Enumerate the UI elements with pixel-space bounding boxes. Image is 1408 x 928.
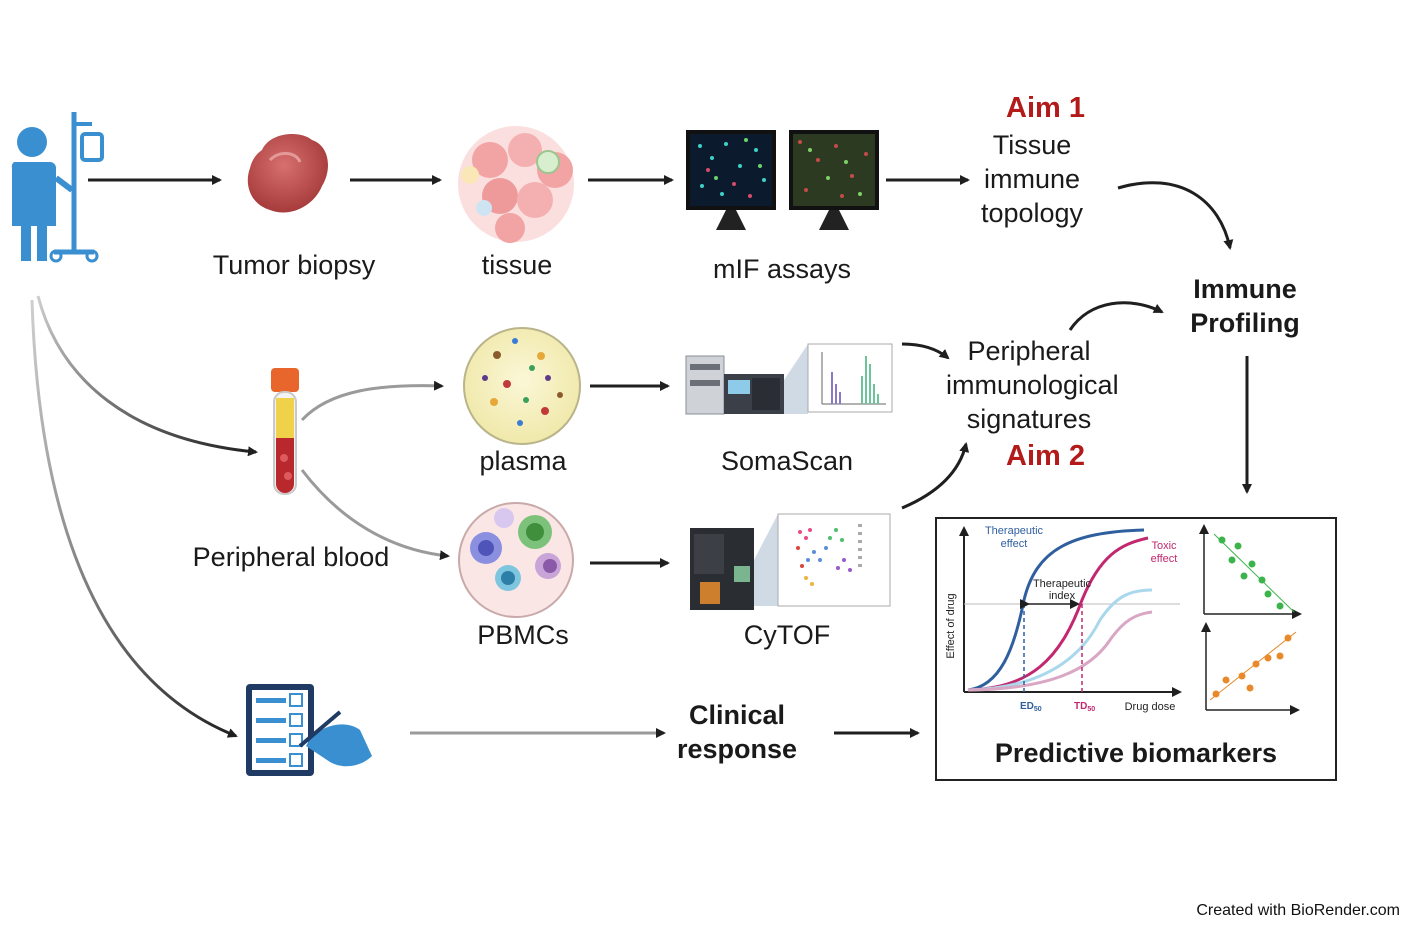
td50-label: TD50 [1074, 701, 1095, 713]
biorender-credit: Created with BioRender.com [1196, 902, 1400, 919]
arrow-topology-to-profiling [1117, 181, 1234, 250]
clinical-response-line1: Clinical [688, 700, 786, 730]
therapeutic-index-label-2: index [1049, 590, 1076, 602]
arrows [30, 175, 1252, 738]
tissue-topology-line3: topology [980, 198, 1084, 228]
tumor-biopsy-label: Tumor biopsy [212, 250, 376, 280]
cytof-label: CyTOF [743, 620, 831, 650]
tissue-label: tissue [481, 250, 553, 280]
arrow-cytof-to-signatures [901, 442, 970, 510]
immune-profiling-line2: Profiling [1190, 308, 1300, 338]
arrow-somascan-to-signatures [901, 342, 950, 360]
toxic-effect-label-2: effect [1151, 553, 1178, 565]
somascan-label: SomaScan [720, 446, 854, 476]
cytof-instrument-icon [690, 513, 891, 610]
y-axis-label: Effect of drug [945, 593, 957, 658]
blood-tube-icon [271, 368, 299, 495]
ed50-label: ED50 [1020, 701, 1042, 713]
biomarkers-panel: Therapeutic effect Toxic effect Therapeu… [935, 517, 1337, 781]
scatter-negative [1199, 524, 1302, 619]
therapeutic-effect-label-1: Therapeutic [985, 525, 1044, 537]
arrow-patient-to-checklist [30, 299, 238, 738]
arrow-blood-to-pbmcs [300, 469, 450, 561]
plasma-label: plasma [479, 446, 567, 476]
immune-profiling-line1: Immune [1193, 274, 1297, 304]
aim-2-label: Aim 2 [1006, 440, 1085, 472]
therapeutic-index-label-1: Therapeutic [1033, 578, 1092, 590]
clinical-checklist-icon [246, 684, 372, 776]
toxic-effect-label-1: Toxic [1151, 540, 1177, 552]
plasma-icon [463, 327, 581, 445]
aim-1-label: Aim 1 [1006, 92, 1085, 124]
mif-assays-label: mIF assays [712, 254, 852, 284]
pbmcs-icon [458, 502, 574, 618]
tissue-topology-line1: Tissue [992, 130, 1072, 160]
tissue-topology-line2: immune [983, 164, 1081, 194]
signatures-line2: immunological [946, 370, 1119, 400]
signatures-line3: signatures [966, 404, 1092, 434]
scatter-positive [1201, 622, 1300, 715]
light-pink-curve [967, 610, 1153, 692]
peripheral-blood-label: Peripheral blood [192, 542, 390, 572]
tumor-icon [247, 134, 328, 213]
somascan-instrument-icon [685, 343, 893, 415]
arrow-patient-to-blood [36, 295, 258, 457]
pbmcs-label: PBMCs [477, 620, 569, 650]
clinical-response-line2: response [676, 734, 798, 764]
predictive-biomarkers-label: Predictive biomarkers [994, 738, 1278, 768]
mif-monitors-icon [686, 130, 879, 230]
tissue-icon [458, 126, 574, 243]
signatures-line1: Peripheral [967, 336, 1091, 366]
dose-response-chart: Therapeutic effect Toxic effect Therapeu… [945, 525, 1182, 713]
therapeutic-effect-label-2: effect [1001, 538, 1028, 550]
patient-icon [11, 112, 104, 263]
arrow-signatures-to-profiling [1068, 301, 1164, 331]
x-axis-label: Drug dose [1125, 701, 1176, 713]
light-blue-curve [967, 588, 1153, 692]
arrow-blood-to-plasma [300, 380, 444, 422]
